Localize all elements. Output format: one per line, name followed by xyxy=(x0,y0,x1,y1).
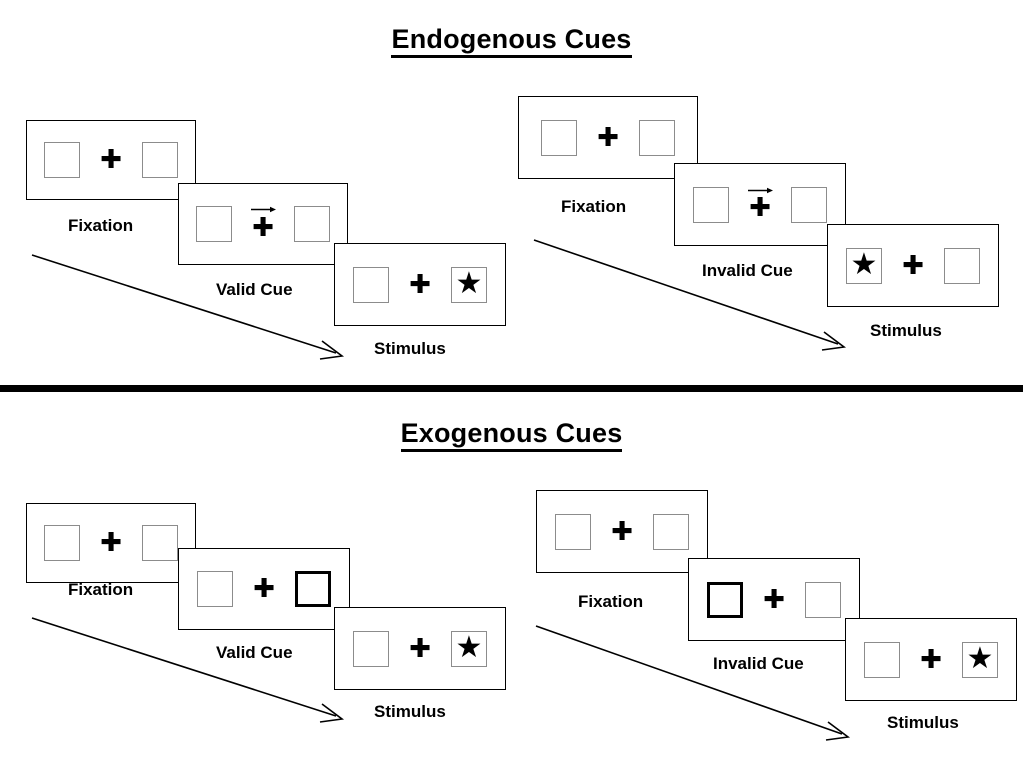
left-box xyxy=(693,186,729,223)
left-box xyxy=(353,266,389,303)
fixation-cross-icon: ✚ xyxy=(100,145,122,175)
fixation-cross-icon: ✚ xyxy=(409,633,431,664)
right-box xyxy=(639,119,675,156)
caption-endogenous-valid-cue: Valid Cue xyxy=(216,280,293,299)
panel-content: ✚ ★ xyxy=(335,244,505,325)
section-title-endogenous: Endogenous Cues xyxy=(0,24,1023,58)
star-target-icon: ★ xyxy=(850,247,878,281)
caption-exogenous-invalid-cue: Invalid Cue xyxy=(713,654,804,673)
right-box-highlighted xyxy=(295,571,331,607)
caption-exogenous-valid-stimulus: Stimulus xyxy=(374,702,446,721)
left-box xyxy=(353,630,389,667)
fixation-area: ✚ xyxy=(96,140,126,180)
right-box: ★ xyxy=(451,266,487,303)
fixation-area: ✚ xyxy=(593,118,623,158)
panel-endogenous-invalid-stimulus: ★ ✚ xyxy=(827,224,999,307)
fixation-area: ✚ xyxy=(96,523,126,563)
fixation-area: ✚ xyxy=(249,569,279,609)
section-title-exogenous: Exogenous Cues xyxy=(0,418,1023,452)
arrow-right-cue-icon xyxy=(251,206,276,213)
arrow-right-cue-icon xyxy=(748,187,773,193)
right-box xyxy=(294,206,330,242)
caption-endogenous-invalid-stimulus: Stimulus xyxy=(870,321,942,340)
fixation-cross-icon: ✚ xyxy=(409,269,431,300)
caption-exogenous-valid-cue: Valid Cue xyxy=(216,643,293,662)
panel-endogenous-invalid-cue: ✚ xyxy=(674,163,846,246)
panel-exogenous-invalid-cue: ✚ xyxy=(688,558,860,641)
fixation-area: ✚ xyxy=(745,185,775,225)
panel-exogenous-valid-stimulus: ✚ ★ xyxy=(334,607,506,690)
fixation-area: ✚ xyxy=(898,246,928,286)
fixation-area: ✚ xyxy=(759,580,789,620)
section-divider xyxy=(0,385,1023,392)
caption-exogenous-valid-fixation: Fixation xyxy=(68,580,134,599)
left-box xyxy=(44,142,80,178)
panel-exogenous-valid-cue: ✚ xyxy=(178,548,350,630)
right-box: ★ xyxy=(962,641,998,678)
fixation-area: ✚ xyxy=(607,512,637,552)
fixation-area: ✚ xyxy=(248,204,278,244)
panel-content: ✚ ★ xyxy=(335,608,505,689)
panel-endogenous-valid-fixation: ✚ xyxy=(26,120,196,200)
caption-endogenous-invalid-fixation: Fixation xyxy=(561,197,627,216)
right-box xyxy=(142,525,178,561)
left-box xyxy=(196,206,232,242)
right-box xyxy=(944,247,980,284)
caption-exogenous-invalid-stimulus: Stimulus xyxy=(887,713,959,732)
panel-endogenous-invalid-fixation: ✚ xyxy=(518,96,698,179)
panel-content: ✚ xyxy=(179,184,347,264)
fixation-area: ✚ xyxy=(405,629,435,669)
left-box xyxy=(864,641,900,678)
panel-content: ★ ✚ xyxy=(828,225,998,306)
panel-content: ✚ ★ xyxy=(846,619,1016,700)
panel-content: ✚ xyxy=(179,549,349,629)
fixation-cross-icon: ✚ xyxy=(763,584,785,615)
time-arrow-endogenous-invalid xyxy=(533,239,847,351)
fixation-cross-icon: ✚ xyxy=(252,212,274,243)
panel-content: ✚ xyxy=(689,559,859,640)
left-box xyxy=(44,525,80,561)
caption-endogenous-valid-stimulus: Stimulus xyxy=(374,339,446,358)
fixation-area: ✚ xyxy=(405,265,435,305)
panel-exogenous-invalid-fixation: ✚ xyxy=(536,490,708,573)
fixation-cross-icon: ✚ xyxy=(100,528,122,558)
panel-endogenous-valid-cue: ✚ xyxy=(178,183,348,265)
panel-exogenous-valid-fixation: ✚ xyxy=(26,503,196,583)
star-target-icon: ★ xyxy=(455,266,483,300)
right-box xyxy=(791,186,827,223)
right-box xyxy=(653,513,689,550)
fixation-cross-icon: ✚ xyxy=(749,193,771,223)
fixation-cross-icon: ✚ xyxy=(597,122,619,153)
section-title-exogenous-text: Exogenous Cues xyxy=(400,418,623,452)
caption-endogenous-valid-fixation: Fixation xyxy=(68,216,134,235)
caption-exogenous-invalid-fixation: Fixation xyxy=(578,592,644,611)
section-title-endogenous-text: Endogenous Cues xyxy=(391,24,632,58)
left-box: ★ xyxy=(846,247,882,284)
left-box-highlighted xyxy=(707,581,743,618)
panel-endogenous-valid-stimulus: ✚ ★ xyxy=(334,243,506,326)
panel-content: ✚ xyxy=(537,491,707,572)
left-box xyxy=(555,513,591,550)
panel-content: ✚ xyxy=(675,164,845,245)
panel-content: ✚ xyxy=(519,97,697,178)
star-target-icon: ★ xyxy=(455,630,483,664)
left-box xyxy=(197,571,233,607)
fixation-cross-icon: ✚ xyxy=(253,574,275,604)
panel-content: ✚ xyxy=(27,504,195,582)
star-target-icon: ★ xyxy=(966,641,994,675)
panel-exogenous-invalid-stimulus: ✚ ★ xyxy=(845,618,1017,701)
fixation-area: ✚ xyxy=(916,640,946,680)
caption-endogenous-invalid-cue: Invalid Cue xyxy=(702,261,793,280)
panel-content: ✚ xyxy=(27,121,195,199)
fixation-cross-icon: ✚ xyxy=(902,250,924,281)
right-box xyxy=(805,581,841,618)
fixation-cross-icon: ✚ xyxy=(920,644,942,675)
right-box: ★ xyxy=(451,630,487,667)
left-box xyxy=(541,119,577,156)
fixation-cross-icon: ✚ xyxy=(611,516,633,547)
right-box xyxy=(142,142,178,178)
